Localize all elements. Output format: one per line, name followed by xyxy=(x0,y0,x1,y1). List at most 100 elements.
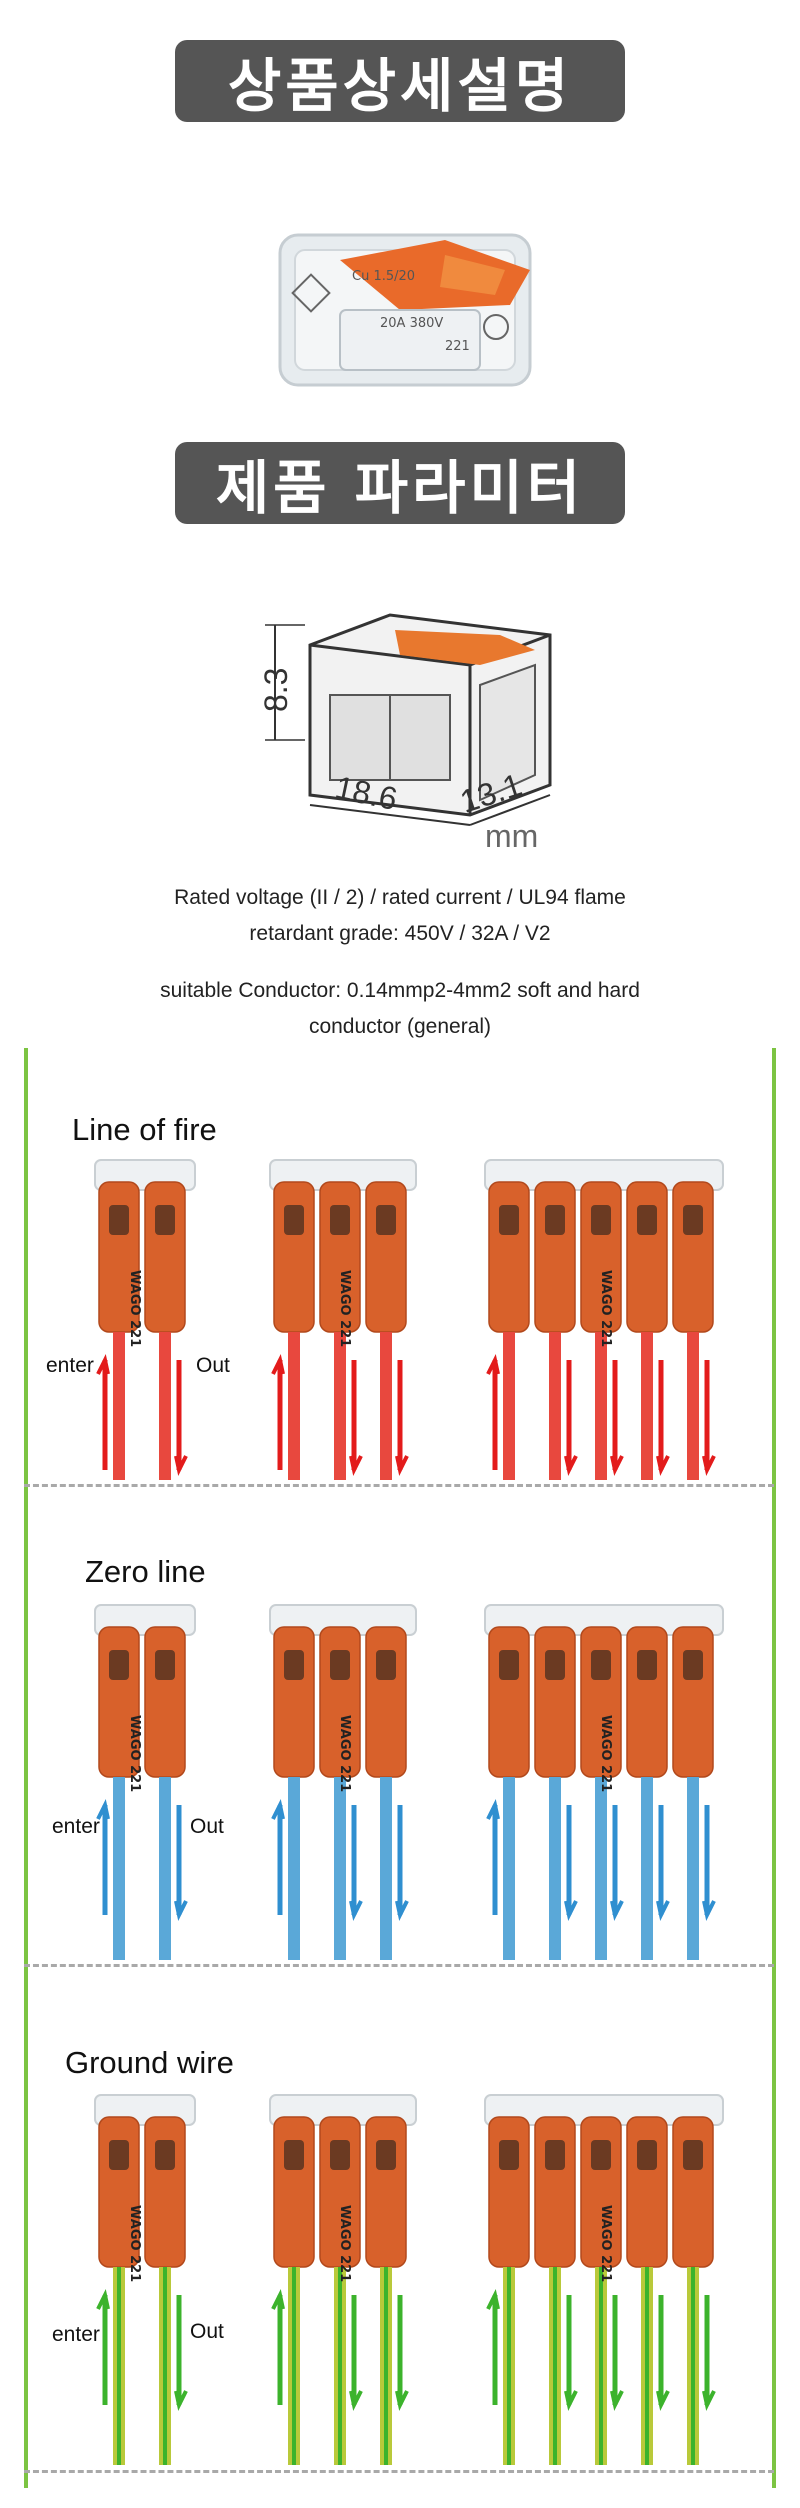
arrow-head xyxy=(564,1455,578,1476)
product-details-title: 상품상세설명 xyxy=(227,52,573,120)
connector-brand-text: WAGO 221 xyxy=(598,1715,613,1792)
arrow-head xyxy=(610,2390,624,2411)
wire xyxy=(641,2267,653,2465)
arrow-head xyxy=(564,1900,578,1921)
wire xyxy=(334,1332,346,1480)
arrow-head xyxy=(271,2289,285,2310)
connector-slot xyxy=(683,2140,703,2170)
connector-slot xyxy=(330,1205,350,1235)
product-details-banner: 상품상세설명 xyxy=(175,40,625,122)
connector-brand-text: WAGO 221 xyxy=(598,1270,613,1347)
arrow-head xyxy=(349,1455,363,1476)
arrow-head xyxy=(610,1900,624,1921)
dimension-unit-label: mm xyxy=(485,818,539,854)
connector-housing xyxy=(94,1159,196,1191)
connector-lever xyxy=(626,1181,668,1333)
connector-slot xyxy=(545,2140,565,2170)
connector-housing xyxy=(484,1159,724,1191)
arrow-head xyxy=(349,2390,363,2411)
arrow-head xyxy=(564,2390,578,2411)
wire xyxy=(380,1332,392,1480)
connector-lever xyxy=(488,1181,530,1333)
connector-slot xyxy=(545,1205,565,1235)
arrow-head xyxy=(271,1799,285,1820)
connector-lever xyxy=(672,2116,714,2268)
connector-slot xyxy=(683,1650,703,1680)
connector-brand-text: WAGO 221 xyxy=(337,2205,352,2282)
wire xyxy=(113,2267,125,2465)
arrow-head xyxy=(174,2390,188,2411)
connector-slot xyxy=(330,1650,350,1680)
arrow-head xyxy=(174,1900,188,1921)
arrow-head xyxy=(656,1900,670,1921)
wire xyxy=(288,1777,300,1960)
dimension-height-label: 8.3 xyxy=(258,667,294,712)
connector-lever xyxy=(580,1626,622,1778)
connector-housing xyxy=(269,1159,417,1191)
wire xyxy=(159,1777,171,1960)
wire-stripe xyxy=(117,2267,121,2465)
arrow-head xyxy=(656,2390,670,2411)
connector-housing xyxy=(484,2094,724,2126)
connector-lever xyxy=(580,2116,622,2268)
spec-line-4: conductor (general) xyxy=(308,1015,492,1038)
wire xyxy=(687,2267,699,2465)
section-divider xyxy=(24,1964,774,1967)
section-divider xyxy=(24,1484,774,1487)
connector-slot xyxy=(284,1650,304,1680)
section-title-zero: Zero line xyxy=(85,1554,206,1589)
product-parameters-title: 제품 파라미터 xyxy=(215,454,585,522)
connector-slot xyxy=(376,1650,396,1680)
wire-stripe xyxy=(645,2267,649,2465)
arrow-head xyxy=(174,1455,188,1476)
arrow-head xyxy=(395,1455,409,1476)
product-parameters-banner: 제품 파라미터 xyxy=(175,442,625,524)
wire xyxy=(595,1332,607,1480)
connector-lever xyxy=(365,1181,407,1333)
section-divider xyxy=(24,2470,774,2473)
arrow-head xyxy=(702,1900,716,1921)
wire-stripe xyxy=(292,2267,296,2465)
connector-slot xyxy=(637,2140,657,2170)
connector-slot xyxy=(155,2140,175,2170)
connector-slot xyxy=(376,2140,396,2170)
connector-housing xyxy=(484,1604,724,1636)
wire xyxy=(159,1332,171,1480)
connector-lever xyxy=(534,1626,576,1778)
wire xyxy=(288,2267,300,2465)
connector-lever xyxy=(319,2116,361,2268)
connector-slot xyxy=(109,2140,129,2170)
section-title-ground: Ground wire xyxy=(65,2045,234,2080)
wire xyxy=(334,2267,346,2465)
wire xyxy=(549,1777,561,1960)
dimension-length-label: 18.6 xyxy=(332,768,401,818)
connector-lever xyxy=(672,1181,714,1333)
enter-label-zero: enter xyxy=(52,1815,100,1838)
arrow-head xyxy=(96,1354,110,1375)
enter-label-fire: enter xyxy=(46,1354,94,1377)
connector-housing xyxy=(94,2094,196,2126)
connector-slot xyxy=(376,1205,396,1235)
connector-housing xyxy=(269,2094,417,2126)
spec-line-3: suitable Conductor: 0.14mmp2-4mm2 soft a… xyxy=(160,979,640,1002)
connector-brand-text: WAGO 221 xyxy=(337,1715,352,1792)
connector-lever xyxy=(626,1626,668,1778)
wire xyxy=(503,1332,515,1480)
wire-stripe xyxy=(384,2267,388,2465)
dimension-width-label: 13.1 xyxy=(455,766,527,820)
connector-lever xyxy=(365,2116,407,2268)
connector-brand-text: WAGO 221 xyxy=(337,1270,352,1347)
arrow-head xyxy=(395,1900,409,1921)
connector-housing xyxy=(94,1604,196,1636)
wire xyxy=(687,1777,699,1960)
connector-slot xyxy=(155,1650,175,1680)
wire xyxy=(380,2267,392,2465)
connector-slot xyxy=(499,1205,519,1235)
arrow-head xyxy=(656,1455,670,1476)
connector-lever xyxy=(672,1626,714,1778)
wire xyxy=(595,1777,607,1960)
out-label-fire: Out xyxy=(196,1354,230,1377)
connector-slot xyxy=(109,1650,129,1680)
connector-slot xyxy=(155,1205,175,1235)
